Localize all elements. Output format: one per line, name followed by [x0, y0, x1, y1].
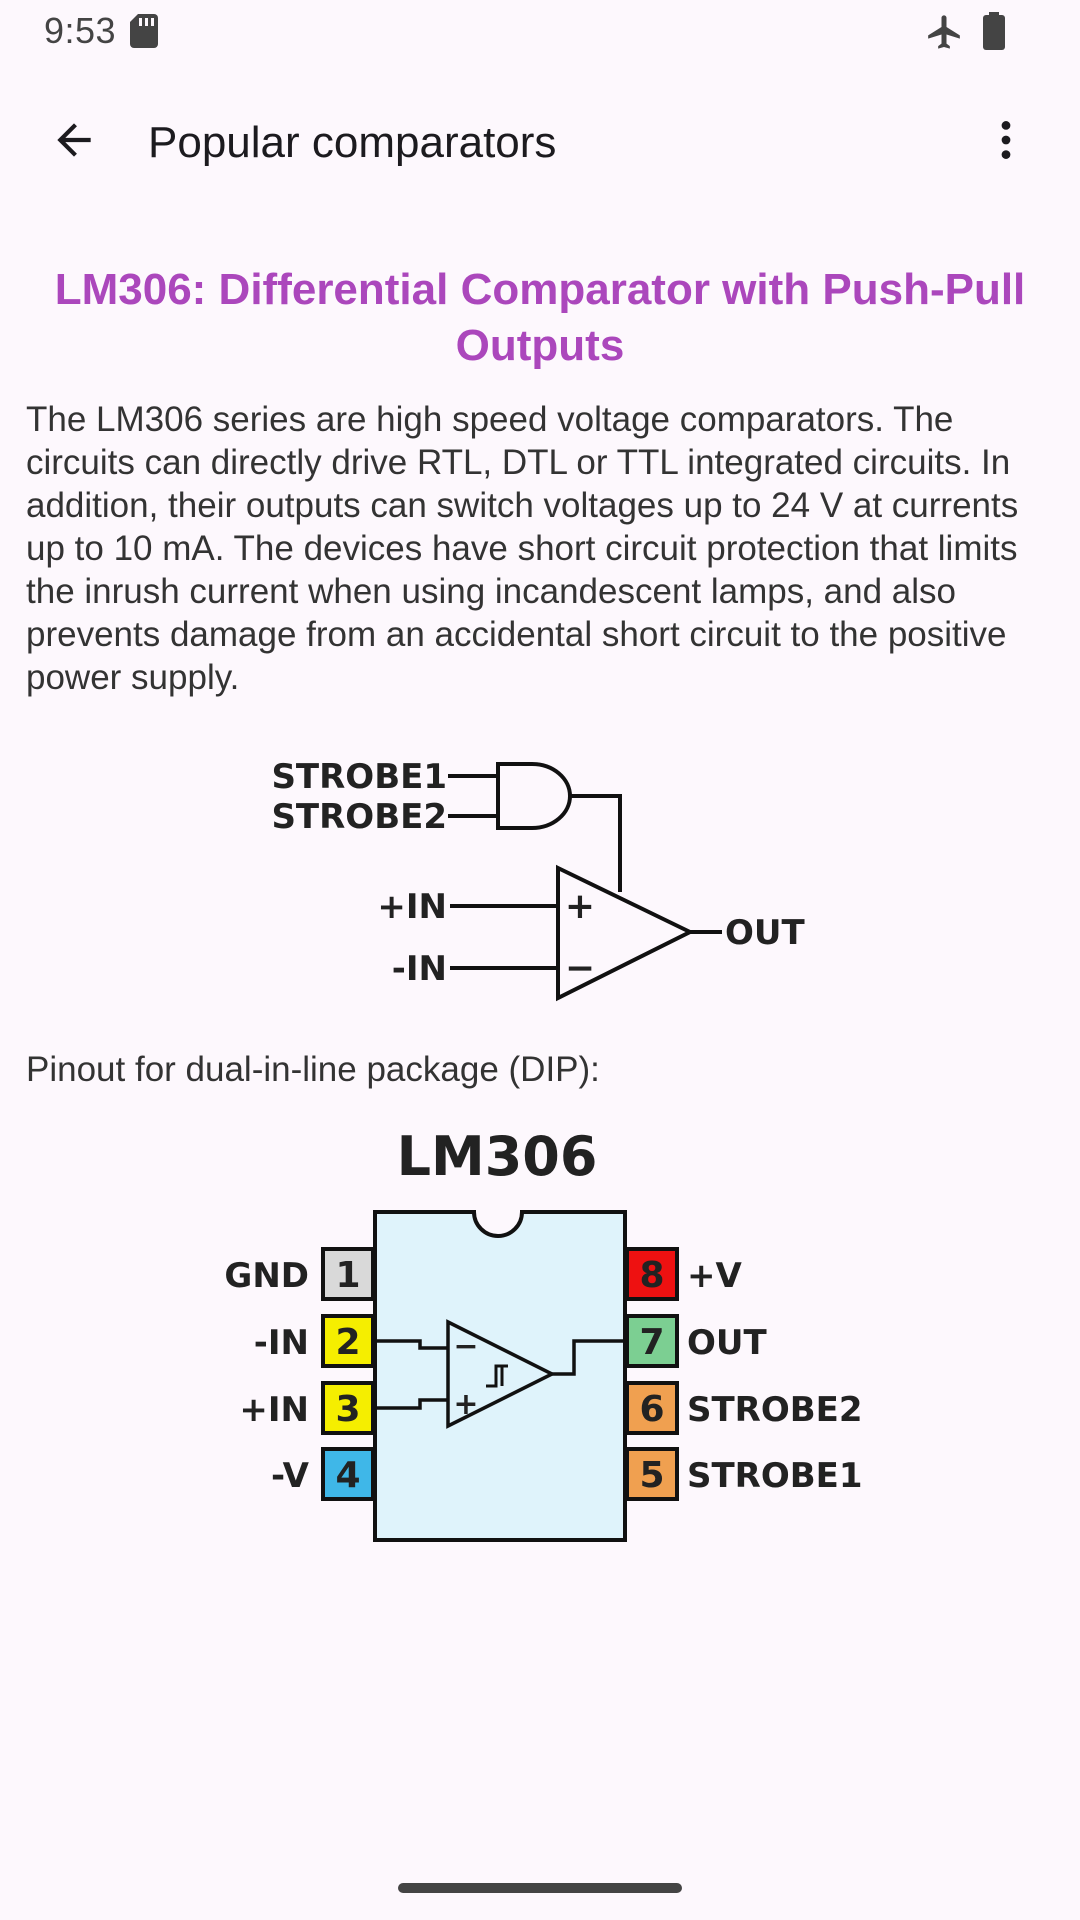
left-pin-3 [321, 1381, 375, 1435]
pin-label-5: STROBE1 [687, 1456, 863, 1496]
left-pin-1 [321, 1247, 375, 1301]
battery-icon [983, 12, 1005, 50]
schematic-in-minus-label: -IN [392, 949, 447, 989]
airplane-mode-icon [928, 15, 960, 49]
pin-group: 1 GND 2 -IN 3 +IN 4 -V 8 +V 7 OUT 6 STROBE2 5 STROBE1 [224, 1247, 863, 1501]
pin-label-6: STROBE2 [687, 1390, 863, 1430]
pin-label-2: -IN [254, 1323, 309, 1363]
dip-pinout-diagram: LM306 − + 1 GND 2 -IN 3 +IN 4 -V 8 +V 7 OUT 6 STROBE2… [224, 1130, 863, 1542]
schematic-strobe1-label: STROBE1 [271, 757, 447, 797]
internal-minus-sign: − [453, 1329, 478, 1364]
pin-number-1: 1 [335, 1255, 360, 1296]
home-indicator[interactable] [398, 1883, 682, 1893]
pinout-caption: Pinout for dual-in-line package (DIP): [26, 1050, 600, 1089]
pin-number-8: 8 [639, 1255, 664, 1296]
pin-label-7: OUT [687, 1323, 768, 1363]
back-button[interactable] [38, 104, 110, 176]
schematic-plus-sign: + [565, 886, 595, 927]
page-title: Popular comparators [148, 118, 557, 167]
pin-label-8: +V [687, 1256, 742, 1296]
comparator-schematic: STROBE1 STROBE2 +IN -IN + − OUT [271, 757, 806, 1002]
schematic-out-label: OUT [725, 913, 806, 953]
right-pin-7 [625, 1314, 679, 1368]
status-time: 9:53 [44, 10, 117, 51]
chip-name: LM306 [397, 1130, 598, 1188]
pin-label-3: +IN [239, 1390, 309, 1430]
article-heading: LM306: Differential Comparator with Push… [54, 265, 1026, 370]
right-pin-8 [625, 1247, 679, 1301]
pin-number-3: 3 [335, 1389, 360, 1430]
pin-number-6: 6 [639, 1389, 664, 1430]
pin-label-1: GND [224, 1256, 309, 1296]
left-pin-2 [321, 1314, 375, 1368]
pin-number-4: 4 [335, 1455, 360, 1496]
pin-label-4: -V [271, 1456, 310, 1496]
article-content: LM306: Differential Comparator with Push… [26, 262, 1054, 699]
internal-plus-sign: + [453, 1387, 478, 1422]
more-options-button[interactable] [970, 104, 1042, 176]
sd-card-icon [130, 14, 158, 48]
schematic-strobe2-label: STROBE2 [271, 797, 447, 837]
schematic-minus-sign: − [565, 948, 595, 989]
article-description: The LM306 series are high speed voltage … [26, 400, 1019, 697]
status-bar: 9:53 [0, 0, 1080, 62]
pin-number-5: 5 [639, 1455, 664, 1496]
more-vert-icon [1001, 121, 1011, 159]
arrow-back-icon [57, 123, 91, 157]
pin-number-7: 7 [639, 1322, 664, 1363]
left-pin-4 [321, 1447, 375, 1501]
app-bar: Popular comparators [0, 90, 1080, 202]
schematic-in-plus-label: +IN [377, 887, 447, 927]
right-pin-6 [625, 1381, 679, 1435]
pin-number-2: 2 [335, 1322, 360, 1363]
right-pin-5 [625, 1447, 679, 1501]
